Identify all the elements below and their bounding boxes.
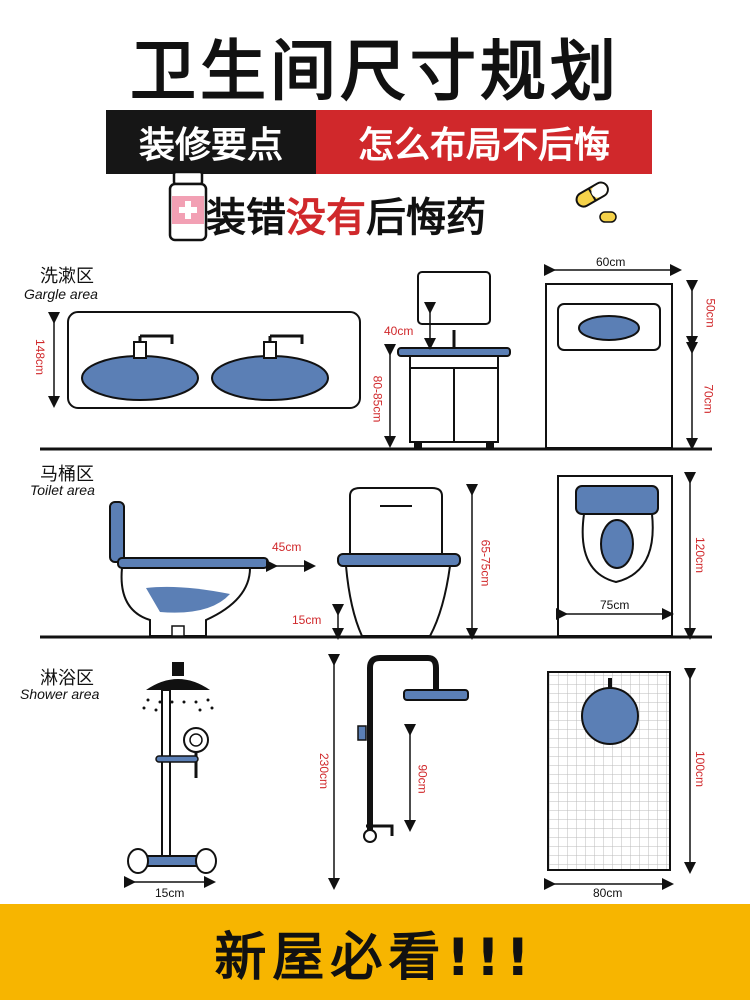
page-title: 卫生间尺寸规划 — [130, 33, 620, 110]
dim-cabinet-top: 50cm — [703, 298, 718, 328]
subline-part1: 装错 — [206, 195, 286, 241]
banner: 装修要点 怎么布局不后悔 — [106, 110, 652, 174]
dim-toilet-height: 65-75cm — [478, 539, 493, 587]
zone-toilet-en: Toilet area — [30, 482, 95, 498]
basin-cabinet-front — [545, 283, 673, 449]
subline-part3: 后悔药 — [366, 195, 486, 241]
zone-shower-en: Shower area — [20, 686, 100, 702]
dim-cabinet-bottom: 70cm — [701, 384, 716, 414]
banner-right: 怎么布局不后悔 — [316, 110, 652, 174]
dim-toilet-space-width: 75cm — [600, 598, 630, 612]
toilet-front-view — [337, 487, 461, 637]
dim-toilet-gap: 45cm — [272, 540, 302, 554]
dim-shower-floor-depth: 100cm — [693, 750, 708, 788]
dim-toilet-space-depth: 120cm — [693, 536, 708, 574]
shower-floor-top — [547, 671, 671, 871]
zone-toilet-cn: 马桶区 — [40, 464, 94, 485]
shower-set-side — [357, 655, 469, 843]
dim-mirror-gap: 40cm — [384, 324, 414, 338]
toilet-side-view — [109, 501, 269, 637]
shower-set-front — [127, 662, 217, 874]
zone-shower-cn: 淋浴区 — [40, 668, 94, 689]
dim-toilet-base: 15cm — [292, 613, 322, 627]
zone-gargle-en: Gargle area — [24, 286, 98, 302]
subline-part2: 没有 — [286, 195, 366, 241]
banner-left: 装修要点 — [106, 110, 316, 174]
double-basin-counter — [67, 311, 361, 409]
dim-vanity-height: 80-85cm — [370, 375, 385, 423]
dim-basin-height: 148cm — [33, 338, 48, 376]
vanity-cabinet — [397, 271, 511, 448]
zone-gargle-cn: 洗漱区 — [40, 266, 94, 287]
subline: 装错没有后悔药 — [160, 186, 486, 242]
dim-cabinet-width: 60cm — [596, 255, 626, 269]
dim-shower-floor-width: 80cm — [593, 886, 623, 900]
dim-shower-total: 230cm — [317, 752, 332, 790]
dim-shower-valve: 90cm — [415, 764, 430, 794]
footer-banner: 新屋必看!!! — [0, 904, 750, 1000]
dim-shower-width: 15cm — [155, 886, 185, 900]
toilet-top-view — [557, 475, 673, 637]
